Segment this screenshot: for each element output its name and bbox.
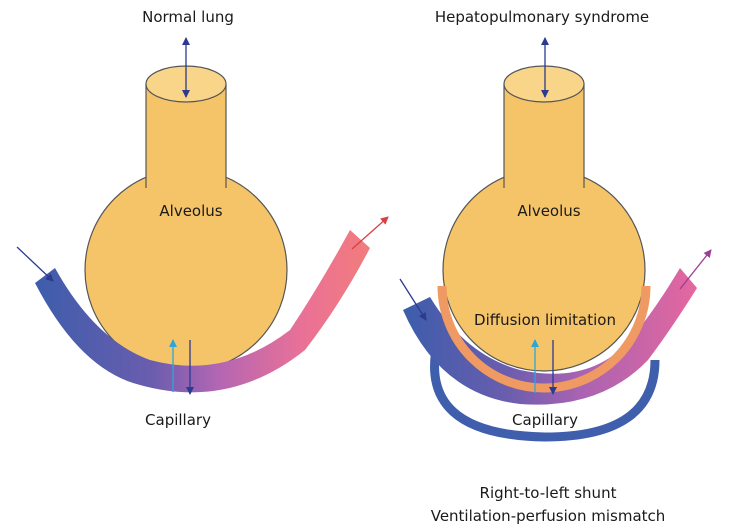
alveolus-opening-right bbox=[503, 65, 585, 103]
venous-inflow-arrow-left bbox=[16, 246, 54, 282]
capillary-label-right: Capillary bbox=[512, 411, 578, 429]
arterial-outflow-arrow-left bbox=[351, 216, 389, 250]
alveolus-bulb-right bbox=[442, 168, 646, 372]
normal-lung-title: Normal lung bbox=[142, 8, 234, 26]
alveolus-right bbox=[442, 65, 646, 372]
alveolus-label-left: Alveolus bbox=[159, 202, 222, 220]
normal-lung-panel: Normal lung Alveolus Capillary bbox=[16, 8, 389, 429]
diffusion-limitation-label: Diffusion limitation bbox=[474, 311, 616, 329]
shunt-caption: Right-to-left shunt bbox=[480, 484, 617, 502]
vq-mismatch-caption: Ventilation-perfusion mismatch bbox=[431, 507, 666, 525]
venous-inflow-arrow-right bbox=[399, 278, 427, 321]
alveolus-label-right: Alveolus bbox=[517, 202, 580, 220]
shunt-vessel bbox=[430, 338, 660, 442]
alveolus-left bbox=[84, 65, 288, 372]
capillary-label-left: Capillary bbox=[145, 411, 211, 429]
hps-title: Hepatopulmonary syndrome bbox=[435, 8, 649, 26]
capillary-tube-right bbox=[403, 268, 697, 405]
diffusion-band bbox=[437, 285, 651, 393]
mixed-outflow-arrow-right bbox=[679, 249, 712, 290]
capillary-tube-left bbox=[35, 230, 370, 393]
hps-panel: Hepatopulmonary syndrome Alveolus Diffus… bbox=[399, 8, 712, 525]
alveolus-bulb-left bbox=[84, 168, 288, 372]
